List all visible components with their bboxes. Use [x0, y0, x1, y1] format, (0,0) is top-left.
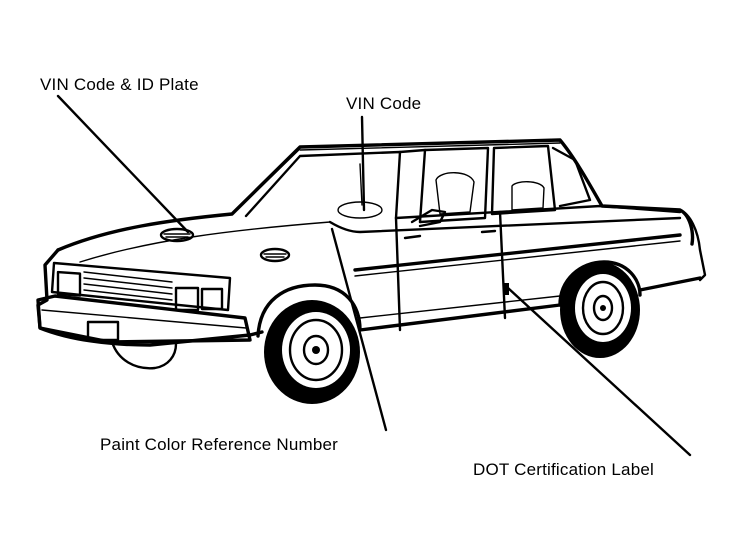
- car-front: [38, 229, 289, 342]
- leader-vin-code: [362, 117, 364, 210]
- front-wheel: [258, 285, 360, 404]
- label-paint-code: Paint Color Reference Number: [100, 436, 338, 453]
- label-dot-certification: DOT Certification Label: [473, 461, 654, 478]
- rear-wheel: [560, 262, 640, 358]
- leader-vin-plate: [58, 96, 188, 232]
- label-vin-plate: VIN Code & ID Plate: [40, 76, 199, 93]
- label-vin-code: VIN Code: [346, 95, 421, 112]
